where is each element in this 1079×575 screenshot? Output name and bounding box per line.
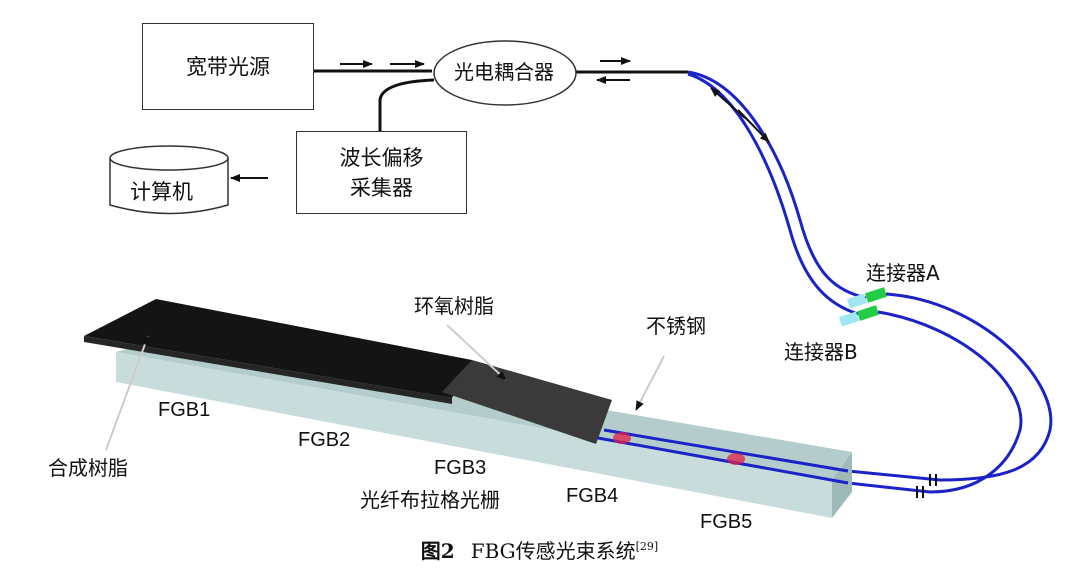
figure-title: FBG传感光束系统 bbox=[470, 539, 636, 563]
steel-label: 不锈钢 bbox=[646, 314, 706, 338]
grating-fgb4 bbox=[613, 432, 631, 444]
grating-fgb5 bbox=[727, 453, 745, 465]
fbg-array-label: 光纤布拉格光栅 bbox=[360, 488, 500, 512]
collector-to-coupler-line bbox=[378, 78, 435, 131]
pointer-composite bbox=[105, 335, 149, 451]
steel-bar-end bbox=[832, 452, 852, 518]
wavelength-collector-node: 波长偏移 采集器 bbox=[296, 131, 467, 214]
epoxy-plate bbox=[442, 360, 612, 444]
fgb2-label: FGB2 bbox=[298, 429, 351, 451]
coupler-label: 光电耦合器 bbox=[454, 60, 554, 84]
coupler-node bbox=[433, 40, 577, 106]
broadband-source-node: 宽带光源 bbox=[142, 23, 314, 110]
figure-caption: 图2 FBG传感光束系统[29] bbox=[0, 541, 1079, 561]
figure-number: 图2 bbox=[420, 539, 455, 563]
connector-b bbox=[838, 305, 880, 327]
figure-reference: [29] bbox=[635, 540, 659, 553]
epoxy-label: 环氧树脂 bbox=[414, 294, 494, 318]
steel-bar-front bbox=[116, 352, 832, 518]
pointer-epoxy bbox=[446, 324, 507, 381]
computer-label: 计算机 bbox=[130, 180, 193, 204]
broadband-source-label: 宽带光源 bbox=[186, 54, 270, 79]
composite-plate-edge bbox=[84, 336, 452, 404]
composite-label: 合成树脂 bbox=[48, 456, 128, 480]
connector-a bbox=[846, 287, 888, 309]
bar-fiber-inner bbox=[597, 436, 849, 485]
fiber-lower bbox=[687, 72, 859, 316]
bar-fiber-outer bbox=[603, 428, 849, 473]
fiber-upper bbox=[687, 70, 867, 300]
fgb4-label: FGB4 bbox=[566, 485, 619, 507]
fgb1-label: FGB1 bbox=[158, 399, 211, 421]
computer-node bbox=[109, 145, 229, 215]
fiber-loop-inner bbox=[847, 310, 1023, 494]
wavelength-collector-line2: 采集器 bbox=[350, 175, 413, 200]
pointer-steel bbox=[635, 355, 665, 411]
connector-a-label: 连接器A bbox=[866, 261, 940, 285]
composite-plate-top bbox=[84, 299, 472, 398]
fgb3-label: FGB3 bbox=[434, 457, 487, 479]
fgb5-label: FGB5 bbox=[700, 511, 753, 533]
connector-b-label: 连接器B bbox=[784, 340, 858, 364]
fiber-clips bbox=[916, 474, 937, 498]
fiber-loop-outer bbox=[847, 292, 1053, 482]
wavelength-collector-line1: 波长偏移 bbox=[339, 145, 424, 170]
arrow-fiber-up bbox=[710, 87, 746, 119]
